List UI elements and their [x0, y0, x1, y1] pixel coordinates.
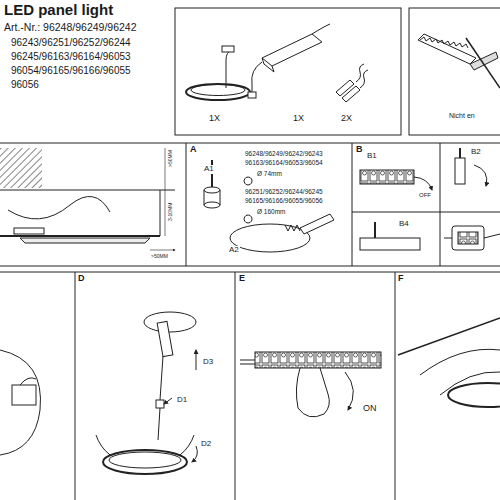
panel-light — [186, 46, 250, 100]
spring-clips — [336, 64, 368, 102]
keyhole-saw — [418, 34, 500, 88]
article-number: 96056 — [10, 79, 40, 90]
switch-state: OFF — [418, 192, 432, 199]
quantity: 1X — [292, 114, 305, 124]
step-letter: A — [189, 145, 198, 155]
step-label: A2 — [228, 246, 240, 255]
step-letter: E — [238, 274, 246, 284]
article-number: 96245/96163/96164/96053 — [10, 51, 132, 62]
ceiling-mount — [96, 312, 197, 474]
quantity: 2X — [340, 114, 353, 124]
driver — [248, 24, 330, 98]
step-label: B1 — [366, 152, 378, 161]
article-number: 96243/96251/96252/96244 — [10, 37, 132, 48]
dimension: >50MM — [150, 254, 169, 260]
spring-detail — [0, 350, 41, 455]
step-label: A1 — [203, 165, 215, 174]
article-number: 96248/96249/96242/96243 — [244, 150, 324, 157]
dimension: 3-10MM — [168, 202, 174, 222]
title: LED panel light — [4, 2, 113, 19]
article-number: 96251/96252/96244/96245 — [244, 188, 324, 195]
switch-state: ON — [362, 404, 378, 414]
step-label: D2 — [200, 440, 212, 449]
driver-wiring — [360, 222, 500, 250]
ceiling-cutout — [230, 214, 334, 252]
step-letter: B — [355, 145, 364, 155]
article-number: 96054/96165/96166/96055 — [10, 65, 132, 76]
tool-box — [409, 8, 500, 135]
article-number: 96163/96164/96053/96054 — [244, 159, 324, 166]
article-number: Art.-Nr.: 96248/96249/96242 — [3, 22, 138, 34]
quantity: 1X — [208, 114, 221, 124]
parts-box — [175, 8, 401, 135]
diameter: Ø 74mm — [256, 170, 283, 177]
step-label: B2 — [470, 148, 482, 157]
diameter: Ø 160mm — [256, 208, 287, 215]
step-letter: F — [397, 274, 405, 284]
step-letter: D — [77, 274, 86, 284]
step-label: B4 — [398, 220, 410, 229]
terminal-open — [360, 148, 487, 190]
step-label: D3 — [202, 358, 214, 367]
dimension: >50MM — [168, 149, 174, 168]
note: Nicht en — [448, 112, 476, 120]
step-label: D1 — [176, 396, 188, 405]
terminal-close — [240, 352, 381, 417]
panel-insert — [398, 318, 500, 407]
article-number: 96165/96166/96055/96056 — [244, 197, 324, 204]
ceiling-section — [0, 148, 175, 250]
